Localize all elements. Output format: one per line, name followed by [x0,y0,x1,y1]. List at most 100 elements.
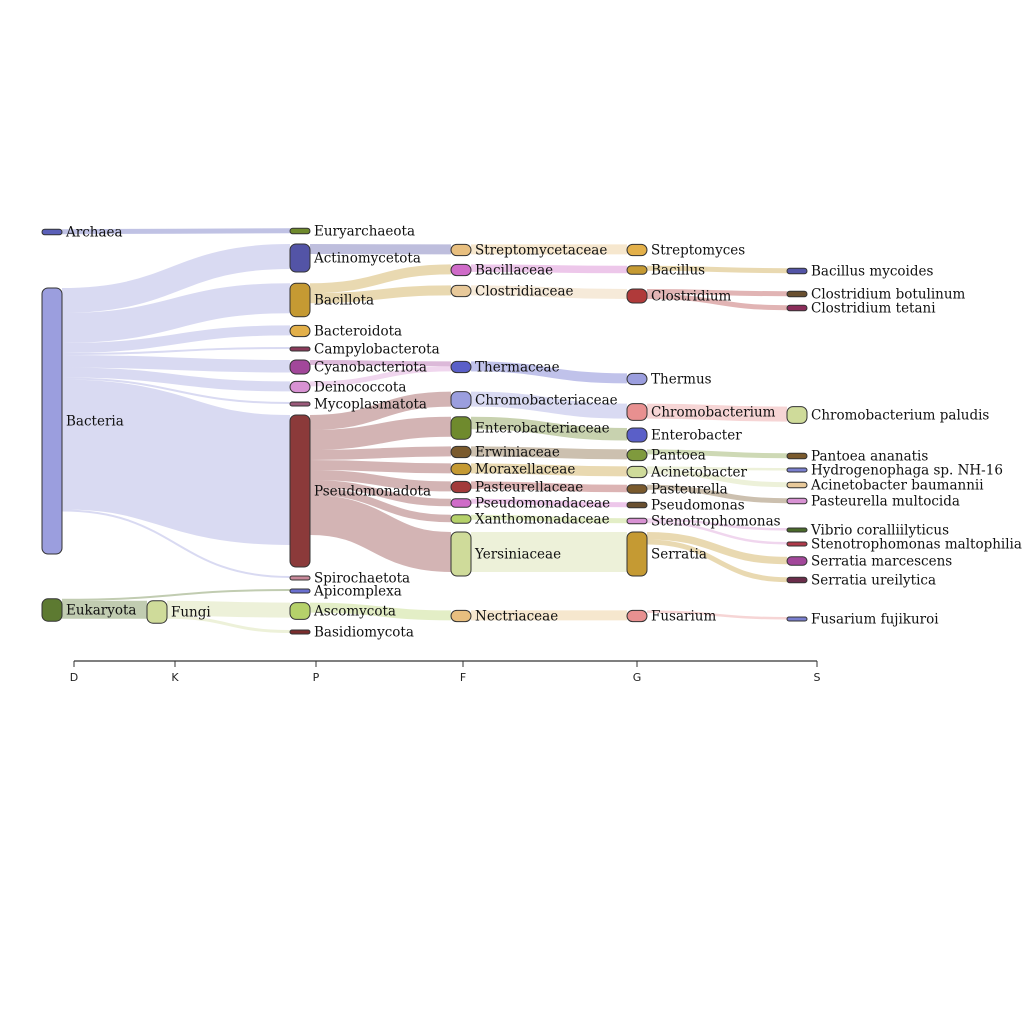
node-fusarium-fujikuroi[interactable]: Fusarium fujikuroi [786,612,939,628]
node-bar-euryarchaeota[interactable] [289,227,311,235]
node-bar-chromobacteriaceae[interactable] [450,391,472,409]
node-bar-fungi[interactable] [146,600,168,624]
node-bar-clostridium-tetani[interactable] [786,304,808,312]
node-streptomycetaceae[interactable]: Streptomycetaceae [450,243,607,259]
node-bar-chromobacterium[interactable] [626,403,648,421]
node-deinococcota[interactable]: Deinococcota [289,380,406,396]
node-bar-pseudomonadaceae[interactable] [450,498,472,508]
node-bar-clostridiaceae[interactable] [450,284,472,298]
node-bar-hydrogenophaga[interactable] [786,467,808,473]
node-bar-ascomycota[interactable] [289,602,311,620]
node-campylobacterota[interactable]: Campylobacterota [289,342,440,358]
node-bar-streptomycetaceae[interactable] [450,243,472,257]
node-stenotrophomonas[interactable]: Stenotrophomonas [626,514,781,530]
node-serratia[interactable]: Serratia [626,531,707,577]
node-basidiomycota[interactable]: Basidiomycota [289,625,414,641]
node-bacillota[interactable]: Bacillota [289,282,374,318]
node-bar-fusarium-fujikuroi[interactable] [786,616,808,622]
node-xanthomonadaceae[interactable]: Xanthomonadaceae [450,512,610,528]
node-pseudomonadota[interactable]: Pseudomonadota [289,414,431,568]
node-cyanobacteriota[interactable]: Cyanobacteriota [289,359,427,376]
node-acinetobacter-baumannii[interactable]: Acinetobacter baumannii [786,478,984,494]
node-bar-pseudomonadota[interactable] [289,414,311,568]
node-bar-xanthomonadaceae[interactable] [450,514,472,524]
node-bar-serratia[interactable] [626,531,648,577]
node-eukaryota[interactable]: Eukaryota [41,598,136,622]
node-bar-acinetobacter-baumannii[interactable] [786,481,808,489]
node-bar-bacillaceae[interactable] [450,263,472,277]
node-acinetobacter[interactable]: Acinetobacter [626,465,748,481]
node-bar-clostridium-botulinum[interactable] [786,290,808,298]
node-pasteurella-multocida[interactable]: Pasteurella multocida [786,494,960,510]
node-pseudomonas[interactable]: Pseudomonas [626,498,745,514]
node-bar-pasteurellaceae[interactable] [450,480,472,494]
node-bar-erwiniaceae[interactable] [450,445,472,459]
node-thermaceae[interactable]: Thermaceae [450,360,560,376]
node-clostridium-botulinum[interactable]: Clostridium botulinum [786,287,966,303]
node-chromobacterium-paludis[interactable]: Chromobacterium paludis [786,406,989,424]
node-bar-thermus[interactable] [626,372,648,386]
node-bar-actinomycetota[interactable] [289,243,311,273]
node-clostridium-tetani[interactable]: Clostridium tetani [786,301,936,317]
node-archaea[interactable]: Archaea [41,225,123,241]
node-nectriaceae[interactable]: Nectriaceae [450,609,558,625]
node-bar-bacillus[interactable] [626,265,648,275]
node-bar-bacillus-mycoides[interactable] [786,267,808,275]
node-moraxellaceae[interactable]: Moraxellaceae [450,462,575,478]
node-bacteroidota[interactable]: Bacteroidota [289,324,402,340]
node-bar-archaea[interactable] [41,228,63,236]
node-enterobacteriaceae[interactable]: Enterobacteriaceae [450,416,610,440]
node-spirochaetota[interactable]: Spirochaetota [289,571,410,587]
node-bar-thermaceae[interactable] [450,360,472,374]
node-pasteurellaceae[interactable]: Pasteurellaceae [450,480,583,496]
node-bar-pasteurella[interactable] [626,484,648,494]
node-bar-serratia-marcescens[interactable] [786,556,808,566]
node-bar-vibrio-coralliilyticus[interactable] [786,527,808,533]
node-bar-mycoplasmatota[interactable] [289,401,311,407]
node-chromobacteriaceae[interactable]: Chromobacteriaceae [450,391,618,409]
node-bar-stenotrophomonas[interactable] [626,517,648,525]
node-fungi[interactable]: Fungi [146,600,211,624]
node-pseudomonadaceae[interactable]: Pseudomonadaceae [450,496,610,512]
node-erwiniaceae[interactable]: Erwiniaceae [450,445,560,461]
node-bar-fusarium[interactable] [626,609,648,623]
node-serratia-marcescens[interactable]: Serratia marcescens [786,554,952,570]
node-bar-streptomyces[interactable] [626,243,648,257]
node-bar-bacillota[interactable] [289,282,311,318]
node-bar-enterobacter[interactable] [626,427,648,443]
node-pasteurella[interactable]: Pasteurella [626,482,728,498]
node-bacillus[interactable]: Bacillus [626,263,705,279]
node-bar-bacteroidota[interactable] [289,324,311,338]
node-bar-pantoea-ananatis[interactable] [786,452,808,460]
node-stenotrophomonas-maltophilia[interactable]: Stenotrophomonas maltophilia [786,537,1022,553]
node-bar-pasteurella-multocida[interactable] [786,497,808,505]
node-thermus[interactable]: Thermus [626,372,712,388]
node-bacillaceae[interactable]: Bacillaceae [450,263,553,279]
node-euryarchaeota[interactable]: Euryarchaeota [289,224,415,240]
node-bar-deinococcota[interactable] [289,380,311,394]
node-hydrogenophaga[interactable]: Hydrogenophaga sp. NH-16 [786,463,1003,479]
node-bar-nectriaceae[interactable] [450,609,472,623]
node-bar-pantoea[interactable] [626,448,648,462]
node-bar-enterobacteriaceae[interactable] [450,416,472,440]
node-apicomplexa[interactable]: Apicomplexa [289,584,402,600]
node-mycoplasmatota[interactable]: Mycoplasmatota [289,397,427,413]
node-ascomycota[interactable]: Ascomycota [289,602,396,620]
node-enterobacter[interactable]: Enterobacter [626,427,742,444]
node-fusarium[interactable]: Fusarium [626,609,717,625]
node-pantoea-ananatis[interactable]: Pantoea ananatis [786,449,928,465]
node-bar-cyanobacteriota[interactable] [289,359,311,375]
node-pantoea[interactable]: Pantoea [626,448,706,464]
node-streptomyces[interactable]: Streptomyces [626,243,745,259]
node-bar-campylobacterota[interactable] [289,346,311,352]
node-bar-spirochaetota[interactable] [289,575,311,581]
node-vibrio-coralliilyticus[interactable]: Vibrio coralliilyticus [786,523,949,539]
node-clostridiaceae[interactable]: Clostridiaceae [450,284,574,300]
node-bar-moraxellaceae[interactable] [450,462,472,476]
node-yersiniaceae[interactable]: Yersiniaceae [450,531,561,577]
node-bar-clostridium[interactable] [626,288,648,304]
node-bar-chromobacterium-paludis[interactable] [786,406,808,424]
node-bar-eukaryota[interactable] [41,598,63,622]
node-bar-yersiniaceae[interactable] [450,531,472,577]
node-bar-stenotrophomonas-maltophilia[interactable] [786,541,808,547]
